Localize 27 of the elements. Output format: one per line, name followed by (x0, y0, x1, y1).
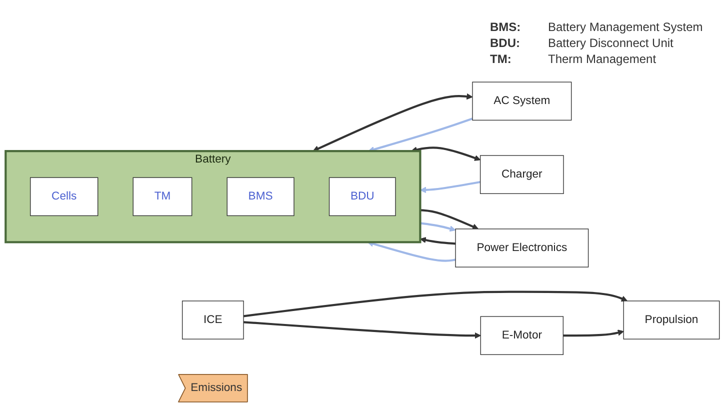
node-box: Propulsion (623, 300, 720, 340)
arrow (420, 180, 480, 194)
node-box: BDU (328, 177, 396, 216)
double-arrow (312, 93, 473, 152)
double-arrow (411, 146, 481, 161)
legend-text: Battery Management System (548, 20, 703, 34)
node-box: Cells (30, 177, 98, 216)
legend-text: BMS: (490, 20, 522, 34)
arrow (420, 209, 479, 230)
node-box: AC System (472, 82, 572, 121)
legend-text: TM: (490, 52, 512, 66)
arrow (243, 290, 628, 318)
arrow (367, 240, 456, 262)
arrow (563, 330, 624, 337)
node-box: Charger (480, 155, 564, 194)
node-box: TM (132, 177, 192, 216)
arrow (243, 321, 481, 339)
node-box: E-Motor (480, 316, 564, 355)
arrow (420, 222, 456, 232)
node-box: ICE (182, 300, 244, 340)
arrow (368, 118, 473, 152)
legend-text: BDU: (490, 36, 521, 50)
arrow (420, 237, 456, 245)
node-box: BMS (226, 177, 294, 216)
node-box: Power Electronics (455, 228, 589, 268)
legend-text: Therm Management (548, 52, 658, 66)
legend-text: Battery Disconnect Unit (548, 36, 674, 50)
